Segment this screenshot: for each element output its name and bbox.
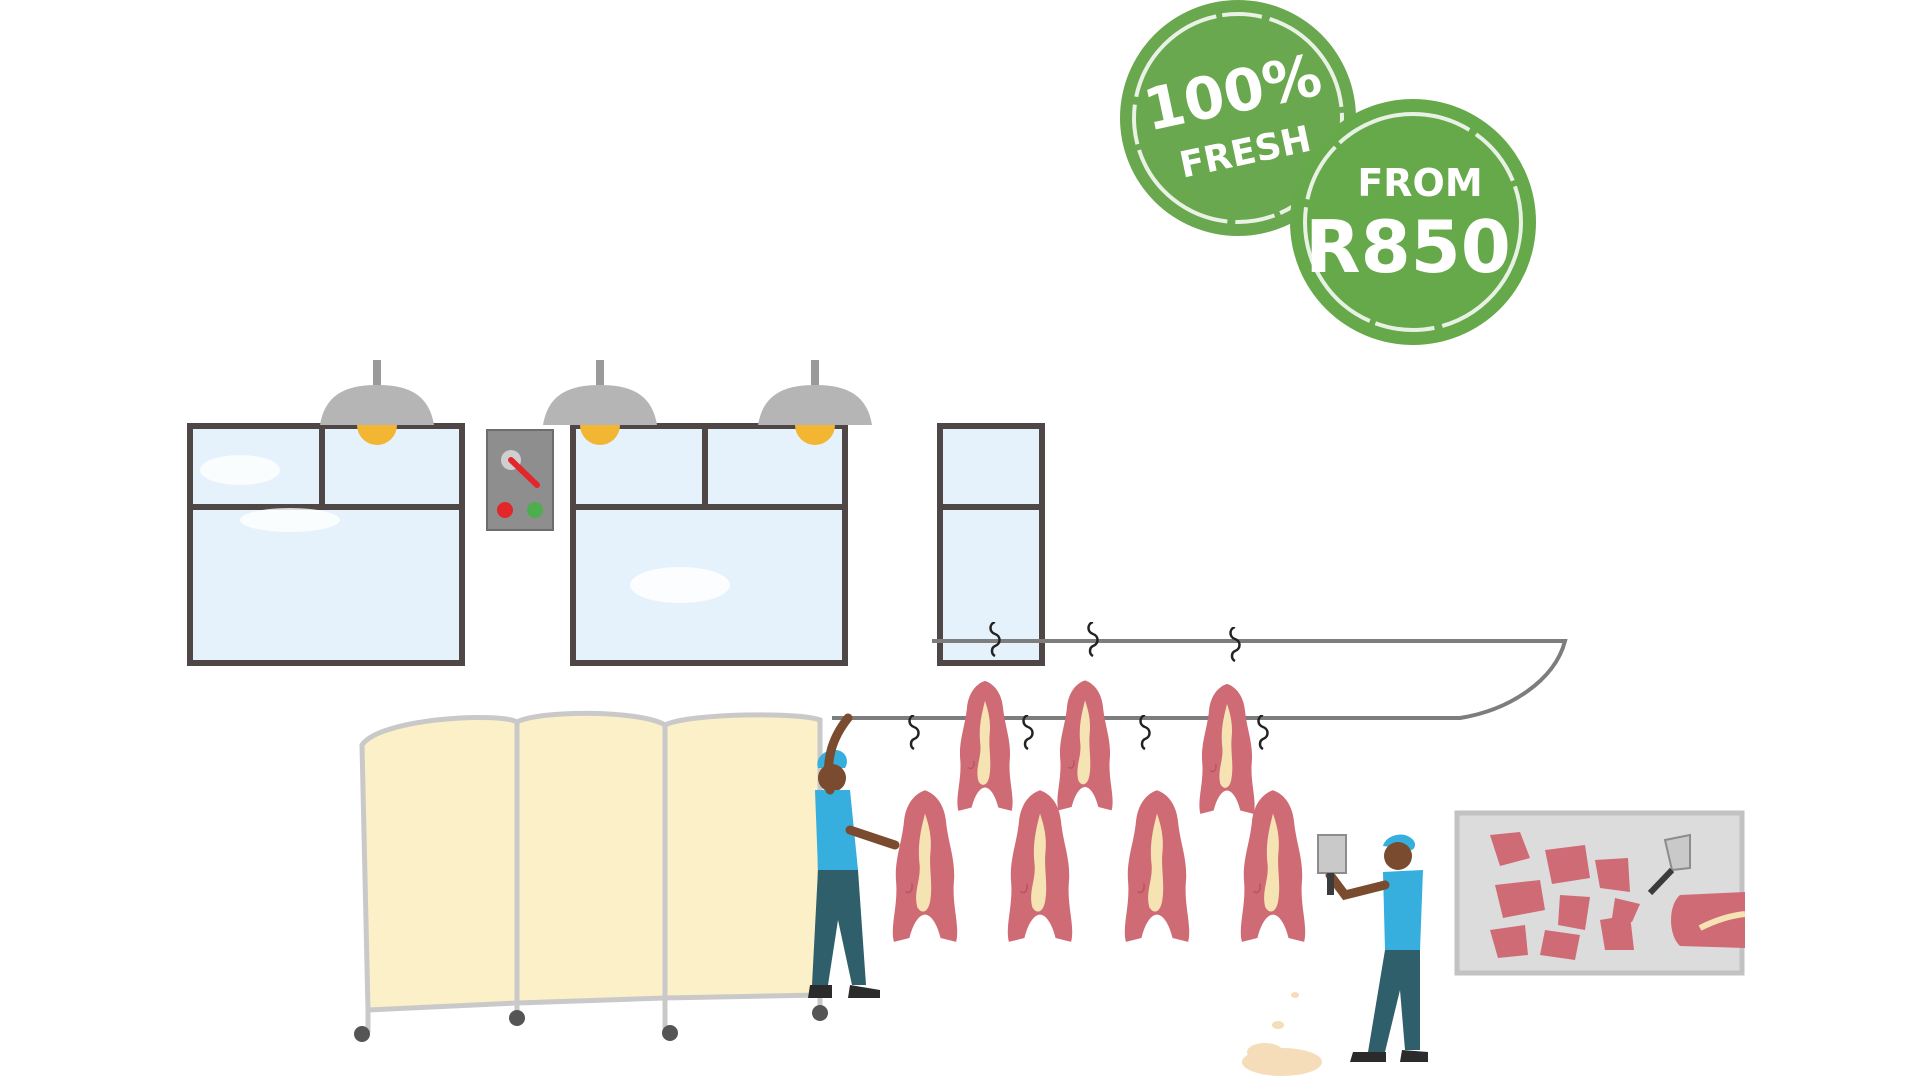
worker-right — [1317, 834, 1428, 1062]
pendant-lamp-icon — [758, 360, 872, 445]
meat-scraps — [1242, 992, 1322, 1076]
lever-switch-icon — [486, 429, 554, 531]
pendant-lamp-icon — [320, 360, 434, 445]
meat-display-tray — [1454, 810, 1746, 976]
window-left — [187, 423, 465, 666]
cleaver-icon — [1317, 834, 1347, 895]
cloud-icon — [630, 567, 730, 603]
meat-rail — [832, 639, 1568, 720]
meat-carcasses — [891, 622, 1307, 944]
fresh-badge: 100% FRESH — [1120, 0, 1356, 236]
pendant-lamp-icon — [543, 360, 657, 445]
price-badge-from: FROM — [1357, 161, 1482, 205]
folding-screen — [354, 710, 828, 1042]
window-right — [937, 423, 1045, 666]
price-badge-amount: R850 — [1305, 205, 1511, 289]
price-badge: FROM R850 — [1290, 99, 1536, 345]
cloud-icon — [200, 455, 280, 485]
cleaver-icon — [1647, 833, 1691, 896]
window-middle — [570, 423, 848, 666]
worker-left — [808, 713, 900, 998]
